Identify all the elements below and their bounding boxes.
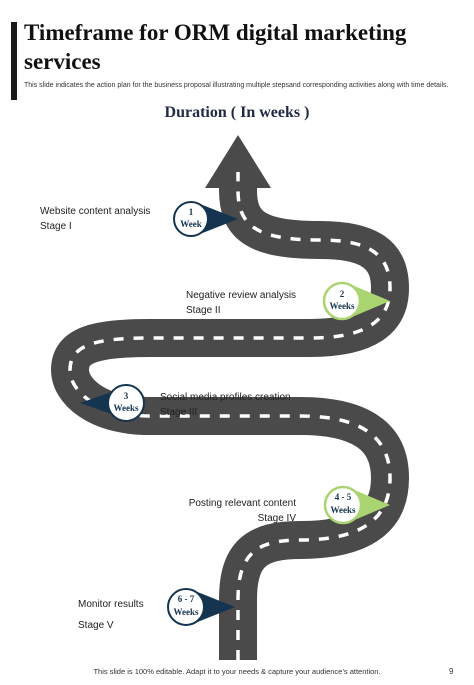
stage-5-duration-unit: Weeks (173, 607, 198, 617)
road-center-dashes (68, 172, 392, 660)
stage-4-duration-number: 4 - 5 (335, 492, 352, 502)
stage-5-label: Monitor results Stage V (78, 594, 144, 636)
stage-3-duration-number: 3 (124, 391, 129, 401)
stage-5-activity: Monitor results (78, 599, 144, 610)
page-number: 9 (449, 667, 454, 676)
stage-1-duration-number: 1 (189, 207, 194, 217)
stage-2-duration-number: 2 (340, 289, 345, 299)
stage-1-stage: Stage I (40, 221, 72, 232)
stage-2-duration-marker: 2 Weeks (322, 281, 390, 321)
stage-3-label: Social media profiles creation Stage III (160, 390, 291, 420)
stage-4-stage: Stage IV (257, 513, 296, 524)
stage-3-duration-unit: Weeks (113, 403, 138, 413)
stage-3-stage: Stage III (160, 407, 198, 418)
stage-4-duration-unit: Weeks (330, 505, 355, 515)
page-subtitle: This slide indicates the action plan for… (24, 82, 449, 89)
stage-2-duration-unit: Weeks (329, 301, 354, 311)
stage-1-duration-unit: Week (180, 219, 202, 229)
footer-note: This slide is 100% editable. Adapt it to… (93, 667, 381, 676)
stage-5-duration-number: 6 - 7 (178, 594, 195, 604)
stage-4-activity: Posting relevant content (188, 498, 296, 509)
stage-5-duration-marker: 6 - 7 Weeks (167, 588, 235, 626)
stage-4-label: Posting relevant content Stage IV (186, 496, 296, 526)
road-arrow-head (205, 135, 271, 188)
duration-heading: Duration ( In weeks ) (164, 104, 310, 121)
stage-1-label: Website content analysis Stage I (40, 204, 150, 234)
stage-4-duration-marker: 4 - 5 Weeks (323, 485, 390, 525)
stage-2-stage: Stage II (186, 305, 221, 316)
stage-3-duration-marker: 3 Weeks (80, 384, 145, 422)
stage-3-activity: Social media profiles creation (160, 392, 291, 403)
stage-1-duration-marker: 1 Week (173, 201, 238, 237)
stage-5-stage: Stage V (78, 620, 114, 631)
stage-2-activity: Negative review analysis (186, 290, 297, 301)
page-title: Timeframe for ORM digital marketing serv… (24, 20, 407, 74)
stage-1-activity: Website content analysis (40, 206, 151, 217)
stage-2-label: Negative review analysis Stage II (186, 288, 296, 318)
title-accent-bar (11, 22, 17, 100)
